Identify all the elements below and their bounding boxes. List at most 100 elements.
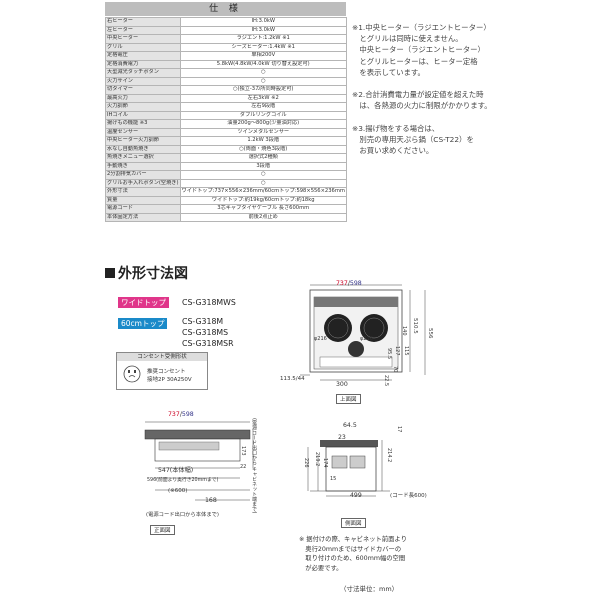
spec-value: ○ xyxy=(179,170,347,180)
spec-row: 火力調節左右9段階 xyxy=(105,102,347,112)
top-dim-115: 115 xyxy=(403,346,409,356)
spec-key: 定格消費電力 xyxy=(105,59,181,69)
front-dim-596: 596(前面より奥行き20mmまで) xyxy=(147,478,219,483)
side-view-drawing xyxy=(307,440,390,497)
width-std-value: 598 xyxy=(349,280,362,287)
footnote-line-4: が必要です。 xyxy=(299,564,343,572)
install-footnote: ※ 据付けの際、キャビネット前面より 奥行20mmまではサイドカバーの 取り付け… xyxy=(299,535,407,573)
spec-row: 最高火力左右3kW ※2 xyxy=(105,93,347,103)
square-bullet-icon xyxy=(105,268,115,278)
note-line xyxy=(352,112,597,123)
spec-row: 中央ヒーターラジエント:1.2kW ※1 xyxy=(105,34,347,44)
footnote-line-1: ※ 据付けの際、キャビネット前面より xyxy=(299,536,407,543)
front-cord-note: (電源コード出口から本体まで) xyxy=(146,512,219,518)
spec-value: ツインメタルセンサー xyxy=(179,127,347,137)
spec-value: 選択式2種類 xyxy=(179,153,347,163)
spec-value: ○(独立-3カ所同時設定可) xyxy=(179,85,347,95)
top-view-drawing xyxy=(300,284,426,381)
top-dim-556: 556 xyxy=(427,328,433,339)
std-model-2: CS-G318MS xyxy=(182,328,229,337)
top-view-label: 上面図 xyxy=(336,394,361,404)
front-width-std: 598 xyxy=(181,411,194,418)
footnote-line-2: 奥行20mmまではサイドカバーの xyxy=(299,545,402,553)
spec-value: ○ xyxy=(179,68,347,78)
wide-model: CS-G318MWS xyxy=(182,298,236,307)
side-dim-17: 17 xyxy=(396,426,402,433)
spec-value: ダブルリングコイル xyxy=(179,110,347,120)
spec-key: 大型減光タッチボタン xyxy=(105,68,181,78)
spec-row: 外形寸法ワイドトップ:737×556×236mm/60cmトップ:598×556… xyxy=(105,187,347,197)
side-cord-length: (コード長600) xyxy=(390,493,427,499)
note-line: 中央ヒーター（ラジエントヒーター） xyxy=(352,45,485,55)
spec-row: 大型減光タッチボタン○ xyxy=(105,68,347,78)
spec-row: IHコイルダブルリングコイル xyxy=(105,110,347,120)
top-dim-22: 22.5 xyxy=(383,375,389,387)
spec-row: 質量ワイドトップ:約19kg/60cmトップ:約18kg xyxy=(105,195,347,205)
spec-value: ○ xyxy=(179,76,347,86)
spec-notes: ※1.中央ヒーター（ラジエントヒーター） とグリルは同時に使えません。 中央ヒー… xyxy=(352,22,597,156)
top-dim-510: 510.5 xyxy=(412,318,418,334)
note-line: ※3.揚げ物をする場合は、 xyxy=(352,123,440,133)
top-dim-140: 140 xyxy=(401,326,407,336)
spec-value: 3芯キャブタイヤケーブル 長さ600mm xyxy=(179,204,347,214)
width-wide-value: 737 xyxy=(336,280,348,287)
side-dim-23: 23 xyxy=(338,434,346,441)
spec-row: 定格電圧単相200V xyxy=(105,51,347,61)
front-dim-168: 168 xyxy=(205,497,217,504)
spec-value: 単相200V xyxy=(179,51,347,61)
side-view-label: 側面図 xyxy=(341,518,366,528)
spec-key: 中央ヒーター火力調節 xyxy=(105,136,181,146)
front-width-label: 737/598 xyxy=(168,411,194,418)
std-top-badge: 60cmトップ xyxy=(118,318,168,329)
top-dim-127: 127 xyxy=(394,346,400,356)
spec-key: 温度センサー xyxy=(105,127,181,137)
spec-key: 水なし自動魚焼き xyxy=(105,144,181,154)
spec-key: 本体固定方法 xyxy=(105,212,181,222)
note-line: とグリルヒーターは、ヒーター定格 xyxy=(352,56,478,66)
spec-value: ワイドトップ:737×556×236mm/60cmトップ:598×556×236… xyxy=(179,187,347,197)
spec-row: 2分割排気カバー○ xyxy=(105,170,347,180)
side-dim-226: 226 xyxy=(303,458,309,468)
spec-row: 切タイマー○(独立-3カ所同時設定可) xyxy=(105,85,347,95)
top-width-label: 737/598 xyxy=(336,280,362,287)
outlet-title: コンセント受側形状 xyxy=(117,353,207,361)
front-dim-547: 547(本体幅) xyxy=(158,467,194,474)
outlet-text-2: 接地2P 30A250V xyxy=(147,377,192,383)
spec-row: 温度センサーツインメタルセンサー xyxy=(105,127,347,137)
spec-key: 質量 xyxy=(105,195,181,205)
spec-value: ラジエント:1.2kW ※1 xyxy=(179,34,347,44)
front-dim-600: (※600) xyxy=(168,488,188,494)
spec-row: 魚焼きメニュー選択選択式2種類 xyxy=(105,153,347,163)
spec-row: グリルシーズヒーター:1.4kW ※1 xyxy=(105,42,347,52)
side-dim-645: 64.5 xyxy=(343,422,357,429)
spec-value: 前後2点止め xyxy=(179,212,347,222)
spec-key: 中央ヒーター xyxy=(105,34,181,44)
spec-value: ○(両面・焼色3段階) xyxy=(179,144,347,154)
spec-key: 左ヒーター xyxy=(105,25,181,35)
section-title-text: 外形寸法図 xyxy=(118,266,188,282)
spec-key: 2分割排気カバー xyxy=(105,170,181,180)
note-line: お買い求めください。 xyxy=(352,146,434,156)
spec-key: 魚焼きメニュー選択 xyxy=(105,153,181,163)
note-line: は、各熱源の火力に制限がかかります。 xyxy=(352,101,492,111)
spec-value: 油量200g〜800g(少量油対応) xyxy=(179,119,347,129)
spec-key: グリル xyxy=(105,42,181,52)
top-dim-300: 300 xyxy=(336,381,348,388)
note-line: とグリルは同時に使えません。 xyxy=(352,34,463,44)
front-view-drawing xyxy=(144,421,254,501)
top-dim-70: 70 xyxy=(392,366,398,373)
spec-key: 手動焼き xyxy=(105,161,181,171)
spec-value: 1.2kW 3段階 xyxy=(179,136,347,146)
spec-key: グリルお手入れボタン(空焼き) xyxy=(105,178,181,188)
spec-key: 右ヒーター xyxy=(105,17,181,27)
spec-value: ワイドトップ:約19kg/60cmトップ:約18kg xyxy=(179,195,347,205)
spec-row: 本体固定方法前後2点止め xyxy=(105,212,347,222)
note-line: を表示しています。 xyxy=(352,67,425,77)
top-dim-113: 113.5/44 xyxy=(280,376,305,382)
